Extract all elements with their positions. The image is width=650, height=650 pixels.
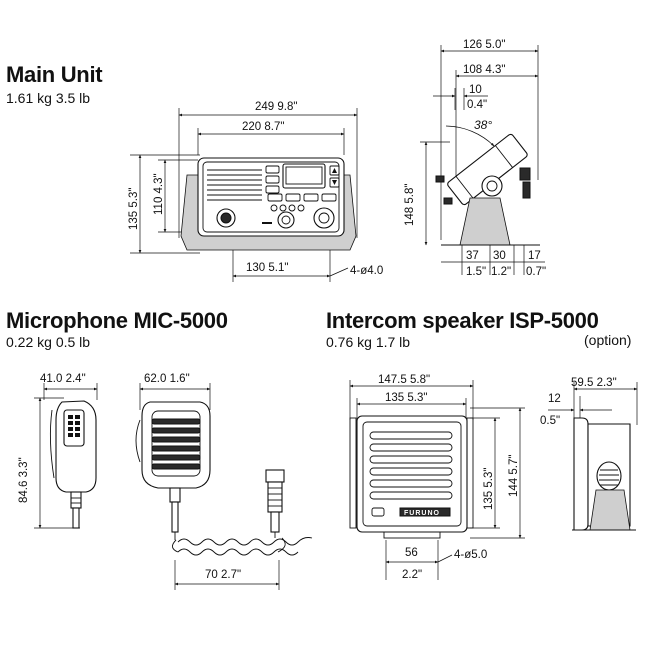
- dim-speaker-depth-59: 59.5 2.3": [571, 377, 617, 389]
- dim-main-width-220: 220 8.7": [242, 121, 284, 133]
- microphone-weight: 0.22 kg 0.5 lb: [6, 334, 91, 350]
- dim-speaker-depth-12: 12: [548, 393, 561, 405]
- dim-speaker-holes: 4-ø5.0: [454, 549, 487, 561]
- dim-speaker-base-56-inch: 2.2": [402, 569, 422, 581]
- dim-main-holes: 4-ø4.0: [350, 265, 383, 277]
- dim-side-depth-10-inch: 0.4": [467, 99, 487, 111]
- dim-mic-front-width-62: 62.0 1.6": [144, 373, 190, 385]
- dim-side-37-inch: 1.5": [466, 266, 486, 278]
- dim-speaker-width-147: 147.5 5.8": [378, 374, 430, 386]
- microphone-front-view: 62.0 1.6" 70 2.7": [135, 373, 313, 590]
- microphone-title: Microphone MIC-5000: [6, 308, 228, 333]
- dim-tilt-angle: 38°: [474, 118, 492, 132]
- dim-side-height-148: 148 5.8": [404, 184, 416, 226]
- speaker-logo: FURUNO: [404, 510, 440, 517]
- dim-main-width-130: 130 5.1": [246, 262, 288, 274]
- dim-side-37: 37: [466, 250, 479, 262]
- dim-side-depth-108: 108 4.3": [463, 64, 505, 76]
- microphone-side-view: 41.0 2.4" 84.6 3.3": [18, 373, 98, 529]
- speaker-title: Intercom speaker ISP-5000: [326, 308, 599, 333]
- speaker-weight: 0.76 kg 1.7 lb: [326, 334, 411, 350]
- dim-main-height-110: 110 4.3": [153, 173, 165, 215]
- main-unit-title: Main Unit: [6, 62, 103, 87]
- main-unit-side-view: 126 5.0" 108 4.3" 10 0.4" 38° 148 5.8": [404, 39, 546, 278]
- dim-mic-cord-70: 70 2.7": [205, 569, 241, 581]
- dim-side-30: 30: [493, 250, 506, 262]
- dim-speaker-width-135: 135 5.3": [385, 392, 427, 404]
- dim-side-depth-126: 126 5.0": [463, 39, 505, 51]
- dim-speaker-height-144: 144 5.7": [508, 455, 520, 497]
- dim-speaker-base-56: 56: [405, 547, 418, 559]
- dim-speaker-height-135: 135 5.3": [483, 468, 495, 510]
- dim-side-17: 17: [528, 250, 541, 262]
- speaker-front-view: 147.5 5.8" 135 5.3" FURUNO 135 5.3" 144 …: [349, 374, 525, 581]
- main-unit-front-view: 249 9.8" 220 8.7" 130 5.1" 135 5.3" 110 …: [128, 101, 383, 282]
- dim-side-30-inch: 1.2": [491, 266, 511, 278]
- main-unit-weight: 1.61 kg 3.5 lb: [6, 90, 91, 106]
- dim-side-depth-10: 10: [469, 84, 482, 96]
- dim-side-17-inch: 0.7": [526, 266, 546, 278]
- speaker-option-note: (option): [584, 332, 632, 348]
- dim-mic-width-41: 41.0 2.4": [40, 373, 86, 385]
- dim-main-width-249: 249 9.8": [255, 101, 297, 113]
- dim-speaker-depth-12-inch: 0.5": [540, 415, 560, 427]
- dim-mic-height-84: 84.6 3.3": [18, 457, 30, 503]
- speaker-side-view: 59.5 2.3" 12 0.5": [540, 377, 638, 531]
- dim-main-height-135: 135 5.3": [128, 188, 140, 230]
